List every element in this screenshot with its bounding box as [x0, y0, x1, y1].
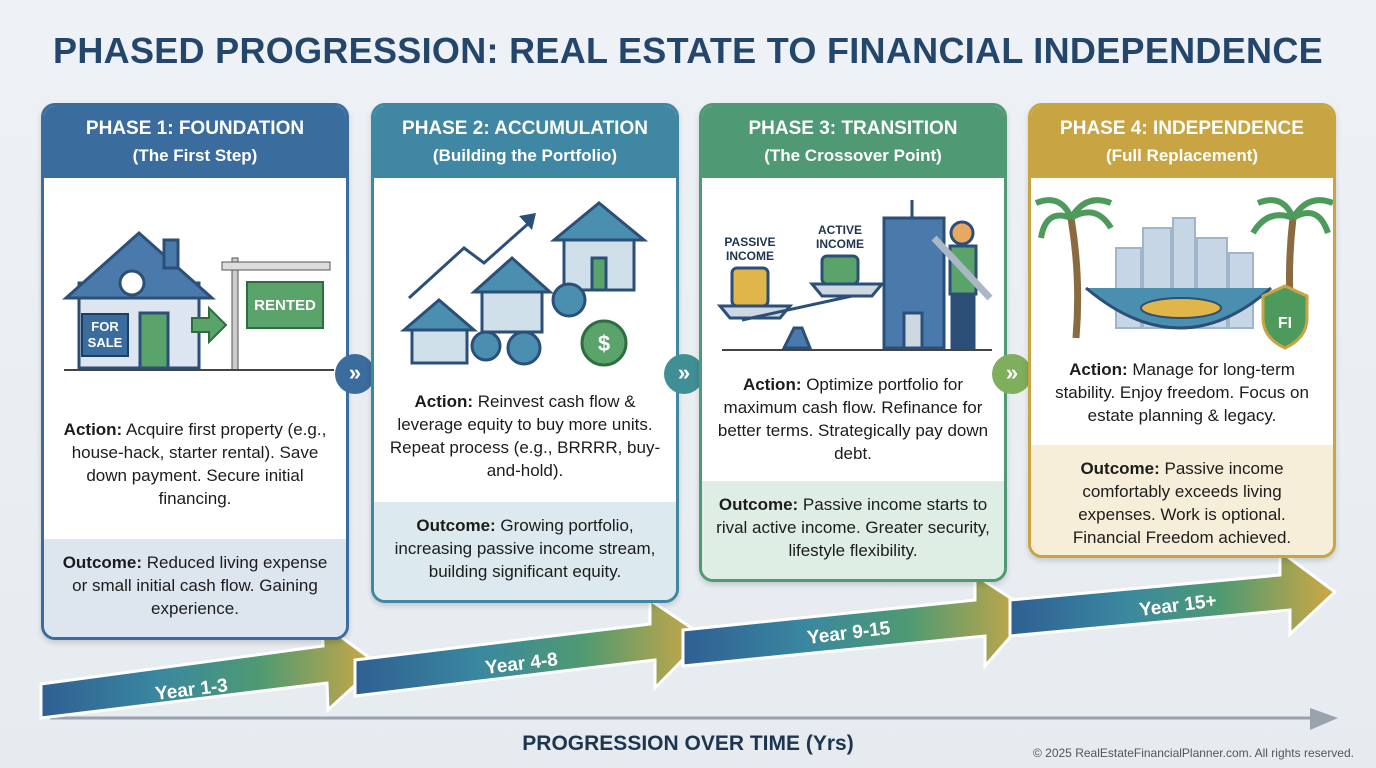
phase-title: PHASE 3: TRANSITION	[748, 118, 958, 139]
phase-3-header: PHASE 3: TRANSITION (The Crossover Point…	[702, 106, 1004, 178]
svg-text:SALE: SALE	[88, 335, 123, 350]
phase-2-header: PHASE 2: ACCUMULATION (Building the Port…	[374, 106, 676, 178]
phase-3-card: PHASE 3: TRANSITION (The Crossover Point…	[699, 103, 1007, 582]
svg-text:RENTED: RENTED	[254, 297, 316, 314]
passive-income-label: PASSIVE	[724, 235, 775, 249]
phase-title: PHASE 4: INDEPENDENCE	[1060, 118, 1304, 139]
chevron-right-icon: »	[664, 354, 704, 394]
growing-portfolio-illustration: $	[374, 178, 676, 378]
phase-title: PHASE 2: ACCUMULATION	[402, 118, 648, 139]
phase-title: PHASE 1: FOUNDATION	[85, 118, 305, 139]
phase-subtitle: (Building the Portfolio)	[432, 146, 618, 165]
shield-icon	[1261, 284, 1309, 350]
phase-4-action: Action: Manage for long-term stability. …	[1055, 360, 1309, 425]
copyright: © 2025 RealEstateFinancialPlanner.com. A…	[1032, 746, 1354, 760]
svg-text:INCOME: INCOME	[726, 249, 774, 263]
chevron-right-icon: »	[335, 354, 375, 394]
time-axis-arrowhead	[1310, 708, 1338, 730]
hammock-freedom-illustration: FI	[1031, 178, 1333, 356]
crossover-illustration: PASSIVE INCOME ACTIVE INCOME	[702, 178, 1004, 378]
phase-1-action: Action: Acquire first property (e.g., ho…	[63, 420, 327, 508]
phase-subtitle: (The First Step)	[132, 146, 258, 165]
dollar-icon	[580, 319, 628, 367]
phase-2-card: PHASE 2: ACCUMULATION (Building the Port…	[371, 103, 679, 603]
phase-2-outcome: Outcome: Growing portfolio, increasing p…	[374, 502, 676, 600]
phase-1-outcome: Outcome: Reduced living expense or small…	[44, 539, 346, 637]
balance-scale-icon	[716, 254, 886, 350]
phase-1-card: PHASE 1: FOUNDATION (The First Step) FOR…	[41, 103, 349, 640]
svg-text:$: $	[598, 331, 610, 356]
svg-text:FOR: FOR	[91, 319, 119, 334]
phase-3-outcome: Outcome: Passive income starts to rival …	[702, 481, 1004, 579]
person-relaxing	[1140, 297, 1222, 319]
gear-icons	[470, 282, 587, 366]
rented-sign: RENTED	[221, 257, 331, 371]
phase-4-outcome: Outcome: Passive income comfortably exce…	[1031, 445, 1333, 555]
active-income-label: ACTIVE	[818, 223, 862, 237]
arrow-right-icon	[191, 305, 228, 345]
phase-1-header: PHASE 1: FOUNDATION (The First Step)	[44, 106, 346, 178]
axis-label: PROGRESSION OVER TIME (Yrs)	[522, 732, 854, 755]
growth-arrow-icon	[407, 221, 530, 300]
shield-label: FI	[1278, 315, 1292, 332]
person-with-wrench-icon	[931, 220, 993, 350]
svg-text:INCOME: INCOME	[816, 237, 864, 251]
arrow-phase-1	[39, 619, 381, 720]
phase-subtitle: (Full Replacement)	[1105, 146, 1259, 165]
phase-2-action: Action: Reinvest cash flow & leverage eq…	[389, 392, 661, 480]
phase-3-action: Action: Optimize portfolio for maximum c…	[717, 375, 989, 463]
chevron-right-icon: »	[992, 354, 1032, 394]
house-icons	[399, 201, 649, 365]
office-building-icon	[882, 200, 946, 350]
phase-subtitle: (The Crossover Point)	[764, 146, 942, 165]
arrow-phase-4	[1008, 548, 1338, 638]
phase-4-header: PHASE 4: INDEPENDENCE (Full Replacement)	[1031, 106, 1333, 178]
phase-4-card: PHASE 4: INDEPENDENCE (Full Replacement)…	[1028, 103, 1336, 558]
arrow-phase-3	[681, 572, 1035, 671]
page-title: PHASED PROGRESSION: REAL ESTATE TO FINAN…	[53, 30, 1323, 71]
arrow-phase-2	[353, 597, 708, 698]
